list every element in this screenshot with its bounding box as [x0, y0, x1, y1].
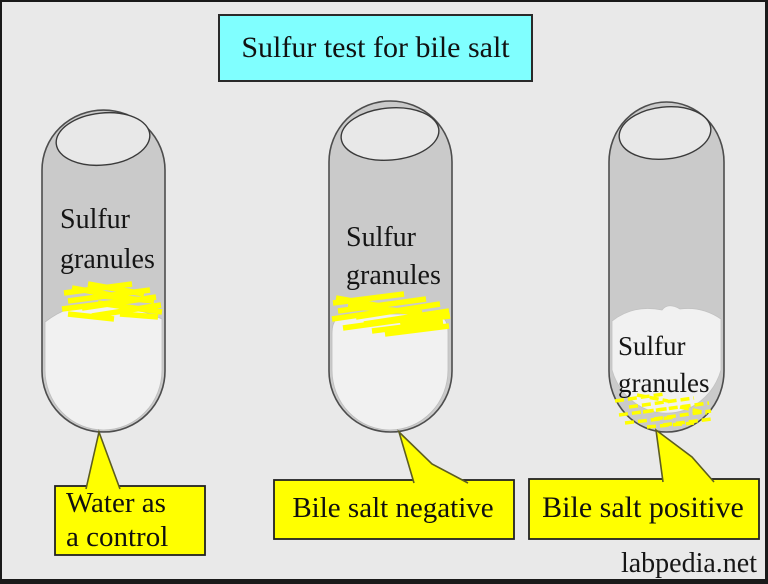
caption-bile-salt-positive: Bile salt positive — [542, 491, 744, 524]
callout-box-negative — [273, 479, 515, 540]
caption-water-control: Water as a control — [66, 486, 169, 553]
water-region — [44, 304, 163, 431]
tube-mouth — [55, 111, 151, 167]
page-title: Sulfur test for bile salt — [241, 31, 510, 64]
title-box: Sulfur test for bile salt — [218, 14, 533, 82]
test-tube-positive — [608, 101, 725, 433]
tube-mouth — [340, 107, 440, 161]
granules-label-negative: Sulfur granules — [346, 222, 441, 291]
test-tube-negative — [328, 100, 453, 433]
tube-mouth — [618, 105, 712, 161]
granules-label-control: Sulfur granules — [60, 204, 155, 275]
sulfur-granules-floating — [331, 291, 451, 337]
sulfur-granules-settled — [614, 392, 713, 429]
water-region — [611, 305, 722, 414]
callouts — [54, 428, 760, 556]
callout-box-control — [54, 485, 206, 556]
callout-box-positive — [528, 478, 760, 540]
watermark-labpedia: labpedia.net — [620, 548, 757, 579]
sulfur-granules-floating — [61, 281, 163, 322]
granules-label-positive: Sulfur granules — [618, 331, 710, 398]
test-tube-control — [41, 109, 166, 433]
callout-pointer-positive — [654, 428, 715, 483]
callout-pointer-control — [85, 429, 121, 490]
caption-bile-salt-negative: Bile salt negative — [292, 492, 494, 524]
callout-pointer-negative — [397, 429, 469, 484]
